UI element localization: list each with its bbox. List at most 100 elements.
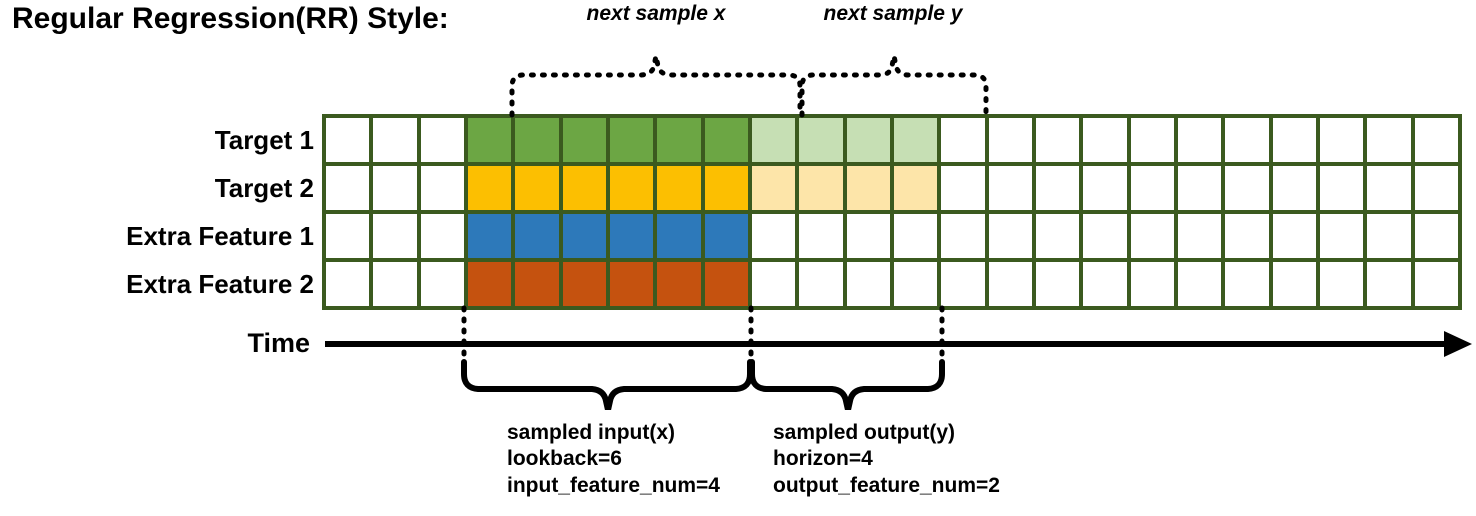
grid-cell (609, 262, 654, 306)
page-title: Regular Regression(RR) Style: (12, 2, 449, 35)
grid-cell (846, 166, 890, 210)
grid-cell (751, 166, 796, 210)
grid-cell (1177, 214, 1222, 258)
time-axis-arrow (325, 331, 1472, 357)
dotted-brace-next-sample-y (799, 55, 989, 118)
row-label-group: Target 1 Target 2 Extra Feature 1 Extra … (8, 0, 314, 320)
grid-cell (988, 166, 1032, 210)
grid-cell (1272, 214, 1316, 258)
grid-cell (1083, 262, 1127, 306)
grid-cell (1414, 262, 1458, 306)
top-annotation-layer (509, 55, 989, 118)
caption-next-sample-x: next sample x (586, 2, 726, 25)
grid-cell (1414, 166, 1458, 210)
grid-cell (704, 166, 748, 210)
grid-cell (799, 166, 843, 210)
row-label-target-2: Target 2 (214, 173, 314, 203)
grid-cell (1367, 166, 1411, 210)
grid-cell (420, 262, 464, 306)
grid-cell (657, 214, 701, 258)
grid-cell (941, 118, 985, 162)
grid-cell (657, 166, 701, 210)
grid-cell (1319, 214, 1364, 258)
grid-cell (1177, 166, 1222, 210)
caption-next-sample-y: next sample y (823, 2, 963, 25)
grid-cell (1035, 118, 1080, 162)
grid-cell (1414, 214, 1458, 258)
grid-cell (941, 214, 985, 258)
grid-cell (988, 214, 1032, 258)
grid-cell (1035, 166, 1080, 210)
grid-cell (515, 166, 559, 210)
grid-cell (326, 118, 370, 162)
grid-cell (657, 118, 701, 162)
caption-sampled-input-line2: lookback=6 (507, 447, 622, 471)
bottom-annotation-layer (461, 359, 945, 410)
grid-cell (373, 166, 417, 210)
grid-cell (1035, 214, 1080, 258)
grid-row-target-2 (326, 166, 1458, 210)
grid-cell (704, 118, 748, 162)
time-axis-label: Time (247, 328, 310, 358)
grid-cell (1130, 214, 1174, 258)
grid-cell (893, 262, 938, 306)
caption-sampled-input-line1: sampled input(x) (507, 421, 676, 444)
brace-sampled-output (749, 359, 945, 410)
grid-cell (609, 166, 654, 210)
caption-sampled-output-line3: output_feature_num=2 (773, 473, 1000, 497)
grid-cell (1272, 166, 1316, 210)
grid-cell (1272, 118, 1316, 162)
grid-cell (1225, 166, 1269, 210)
grid-cell (1272, 262, 1316, 306)
grid-cell (1319, 166, 1364, 210)
grid-cell (1225, 214, 1269, 258)
grid-cell (799, 214, 843, 258)
grid-row-target-1 (326, 118, 1458, 162)
grid-cell (704, 262, 748, 306)
caption-sampled-output: sampled output(y) horizon=4 output_featu… (773, 420, 1000, 499)
grid-cell (941, 262, 985, 306)
drop-line-layer (461, 305, 945, 365)
grid-cell (467, 214, 512, 258)
grid-cell (846, 118, 890, 162)
grid-cell (1367, 262, 1411, 306)
grid-cell (1083, 166, 1127, 210)
grid-cell (515, 262, 559, 306)
grid-cell (799, 262, 843, 306)
grid-cell (893, 166, 938, 210)
grid-cell (1177, 118, 1222, 162)
grid-cell (657, 262, 701, 306)
caption-sampled-output-line2: horizon=4 (773, 447, 873, 471)
grid-cell (893, 214, 938, 258)
grid-cell (467, 262, 512, 306)
grid-cell (704, 214, 748, 258)
grid-cell (751, 214, 796, 258)
grid-cell (1319, 118, 1364, 162)
grid-cell (609, 214, 654, 258)
grid-cell (751, 118, 796, 162)
grid-cell (326, 214, 370, 258)
grid-cell (515, 118, 559, 162)
grid-cell (1225, 118, 1269, 162)
grid-cell (1130, 166, 1174, 210)
grid-cell (1414, 118, 1458, 162)
grid-cell (988, 262, 1032, 306)
brace-sampled-input (461, 359, 753, 410)
grid-cell (941, 166, 985, 210)
grid-cell (893, 118, 938, 162)
grid-cell (373, 214, 417, 258)
grid-cell (988, 118, 1032, 162)
caption-sampled-output-line1: sampled output(y) (773, 421, 955, 444)
grid-cell (1083, 118, 1127, 162)
grid-cell (515, 214, 559, 258)
grid-cell (562, 214, 606, 258)
grid-cell (799, 118, 843, 162)
grid-cell (609, 118, 654, 162)
grid-cell (1177, 262, 1222, 306)
grid-cell (420, 214, 464, 258)
row-label-target-1: Target 1 (214, 125, 314, 155)
grid-cell (1130, 118, 1174, 162)
grid-cell (326, 166, 370, 210)
grid-cell (846, 262, 890, 306)
grid-row-extra-feature-2 (326, 262, 1458, 306)
